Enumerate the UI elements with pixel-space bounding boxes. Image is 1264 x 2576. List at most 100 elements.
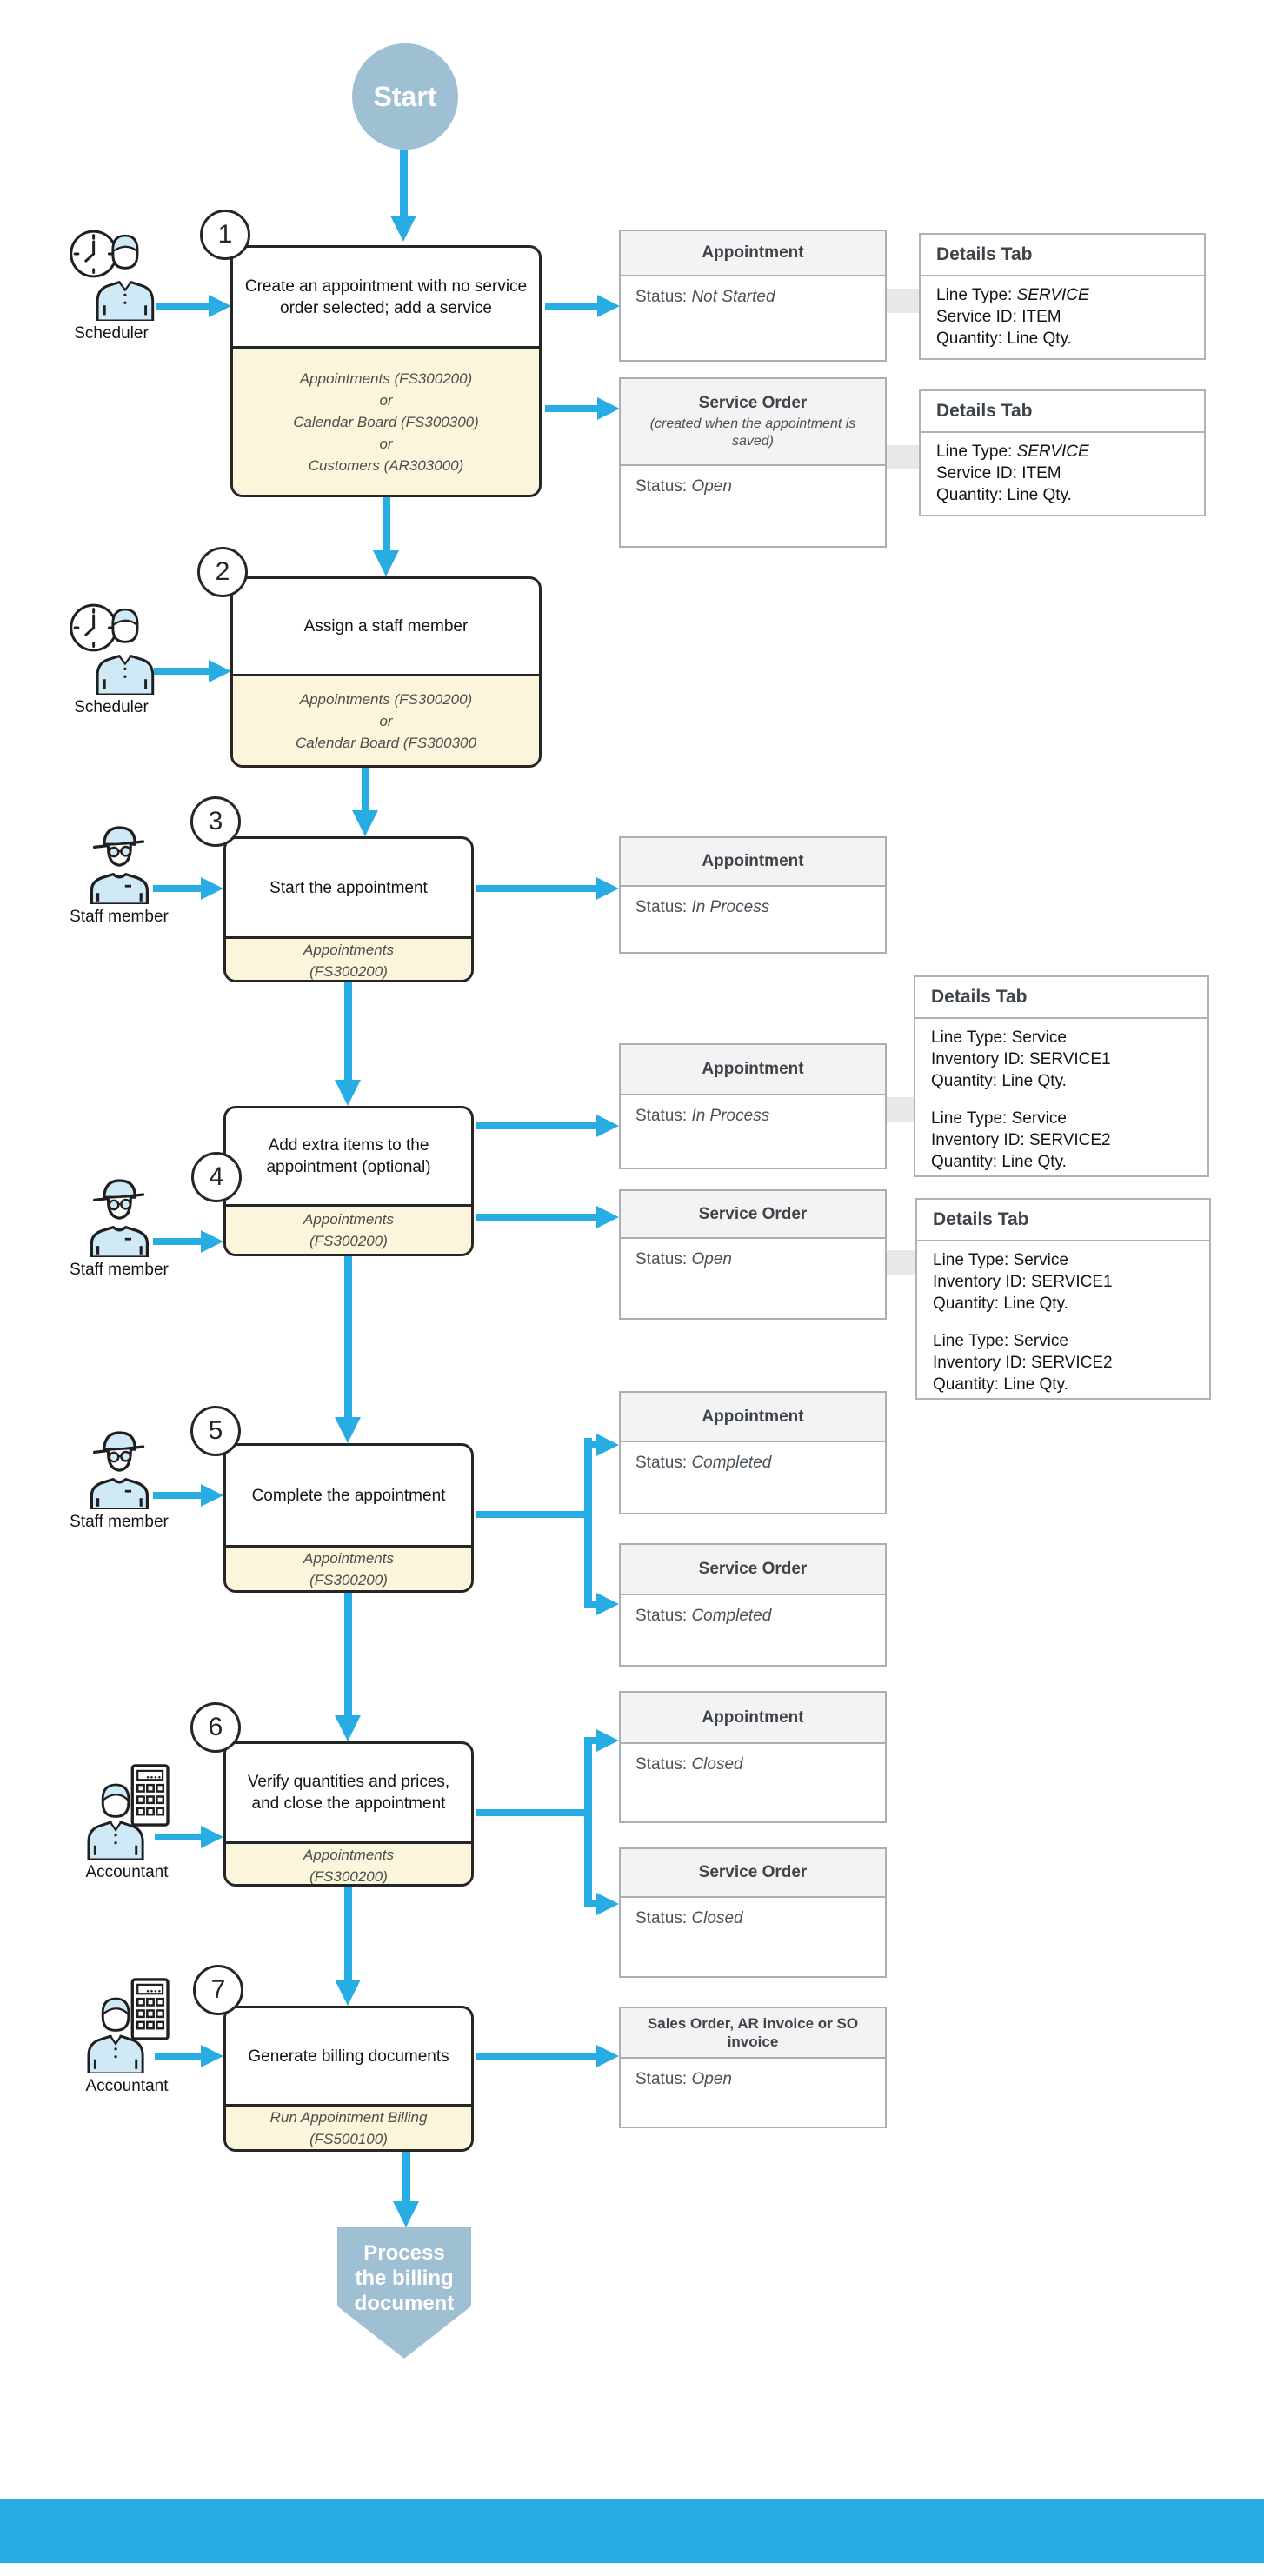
accountant-calculator-person-icon (87, 1764, 170, 1860)
actor-scheduler: Scheduler (68, 598, 155, 717)
arrow-to-service-order-line (476, 1214, 596, 1221)
arrow-to-billing-head (596, 2045, 619, 2067)
flow-arrow-start-line (400, 150, 408, 217)
bracket-stub-line (476, 1809, 592, 1816)
status-box-service-order-4: Service Order Status: Open (619, 1189, 887, 1320)
arrow-to-service-order-line (545, 405, 597, 412)
status-box-appointment-1: Appointment Status: Not Started (619, 230, 887, 362)
arrow-to-billing-line (476, 2053, 596, 2060)
flow-arrow-head (335, 1980, 361, 2006)
step-6-box: Verify quantities and prices, and close … (223, 1741, 474, 1887)
status-label: Status: (635, 1909, 688, 1927)
detail-label: Line Type: (936, 443, 1017, 461)
gray-connector (887, 1250, 915, 1275)
detail-label: Line Type: (936, 286, 1017, 304)
bracket-top-head (596, 1434, 619, 1456)
status-line: Status: Open (621, 1239, 885, 1318)
actor-label: Staff member (70, 1261, 169, 1279)
arrow-to-appointment-line (545, 303, 597, 310)
details-tab-1: Details Tab Line Type: SERVICE Service I… (919, 233, 1206, 360)
bracket-bottom-line (589, 1900, 598, 1907)
detail-line: Inventory ID: SERVICE1 (931, 1050, 1111, 1068)
status-line: Status: In Process (621, 1095, 885, 1168)
detail-line: Service ID: ITEM (936, 464, 1061, 483)
detail-line: Line Type: SERVICE (936, 441, 1188, 463)
step-5-number-badge: 5 (190, 1406, 241, 1456)
flow-arrow-line (344, 1887, 352, 1980)
actor-label: Scheduler (74, 698, 149, 716)
actor-arrow-line (156, 303, 209, 310)
detail-line: Line Type: SERVICE (936, 284, 1188, 306)
actor-label: Staff member (70, 1513, 169, 1531)
status-value: Closed (691, 1909, 743, 1927)
status-line: Status: Closed (621, 1898, 885, 1976)
actor-arrow-head (201, 2045, 223, 2067)
flow-arrow-line (344, 1593, 352, 1715)
detail-line: Line Type: Service (933, 1251, 1068, 1269)
bracket-stub-line (476, 1511, 592, 1518)
step-3-task: Start the appointment (269, 878, 428, 897)
detail-line: Line Type: Service (931, 1109, 1067, 1128)
screen-line: Appointments (303, 1211, 394, 1228)
detail-line: Inventory ID: SERVICE1 (933, 1273, 1113, 1291)
screen-line: or (379, 435, 393, 452)
step-7-number-badge: 7 (193, 1965, 243, 2015)
detail-value: SERVICE (1016, 286, 1089, 304)
actor-accountant: Accountant (83, 1977, 170, 2096)
actor-arrow-line (153, 885, 201, 892)
status-box-note: (created when the appointment is saved) (649, 416, 856, 449)
details-tab-body: Line Type: Service Inventory ID: SERVICE… (917, 1241, 1209, 1398)
status-box-billing-7: Sales Order, AR invoice or SO invoice St… (619, 2007, 887, 2128)
actor-accountant: Accountant (83, 1763, 170, 1882)
status-box-service-order-5: Service Order Status: Completed (619, 1543, 887, 1667)
gray-connector (887, 1097, 914, 1122)
flow-arrow-head (352, 810, 378, 836)
status-label: Status: (635, 1607, 688, 1625)
gray-connector (887, 445, 919, 469)
status-label: Status: (635, 477, 688, 496)
status-box-title: Appointment (621, 231, 885, 276)
bracket-top-head (596, 1729, 619, 1752)
status-box-title: Service Order (621, 1545, 885, 1595)
details-tab-title: Details Tab (921, 235, 1204, 276)
step-1-screens: Appointments (FS300200) or Calendar Boar… (233, 346, 539, 495)
detail-line: Quantity: Line Qty. (933, 1295, 1068, 1313)
status-line: Status: Completed (621, 1595, 885, 1665)
status-box-title: Appointment (621, 1693, 885, 1744)
flow-arrow-line (402, 2152, 410, 2201)
terminal-line: the billing (355, 2266, 454, 2290)
screen-line: (FS300200) (309, 1572, 388, 1588)
detail-value: SERVICE (1016, 443, 1089, 461)
terminal-line: Process (363, 2241, 445, 2265)
arrow-to-appointment-head (597, 295, 620, 317)
actor-arrow-head (209, 295, 231, 317)
actor-label: Staff member (70, 908, 169, 926)
screen-line: Calendar Board (FS300300 (296, 734, 476, 751)
status-box-title: Appointment (621, 1393, 885, 1442)
bracket-vertical-line (584, 1438, 592, 1608)
detail-line: Quantity: Line Qty. (936, 486, 1072, 504)
footer-bar (0, 2499, 1264, 2563)
bracket-top-line (589, 1441, 598, 1448)
step-2-box: Assign a staff member Appointments (FS30… (230, 576, 542, 768)
step-1-task: Create an appointment with no service or… (244, 276, 528, 317)
arrow-to-service-order-head (596, 1206, 619, 1228)
status-box-title: Service Order (698, 393, 808, 412)
step-7-screens: Run Appointment Billing (FS500100) (226, 2104, 471, 2149)
bracket-vertical-line (584, 1737, 592, 1907)
flow-arrow-line (344, 1256, 352, 1417)
actor-arrow-head (201, 1230, 223, 1253)
details-tab-4b: Details Tab Line Type: Service Inventory… (915, 1198, 1211, 1400)
actor-arrow-line (155, 2053, 201, 2060)
status-label: Status: (635, 1107, 688, 1125)
staff-member-hat-glasses-icon (90, 1179, 149, 1257)
status-box-service-order-6: Service Order Status: Closed (619, 1847, 887, 1978)
status-line: Status: In Process (621, 887, 885, 952)
arrow-to-appointment-head (596, 877, 619, 900)
details-tab-title: Details Tab (915, 977, 1207, 1019)
actor-staff-member: Staff member (70, 1174, 169, 1280)
bracket-bottom-head (596, 1893, 619, 1915)
detail-line: Line Type: Service (931, 1028, 1067, 1047)
status-value: Completed (691, 1607, 772, 1625)
